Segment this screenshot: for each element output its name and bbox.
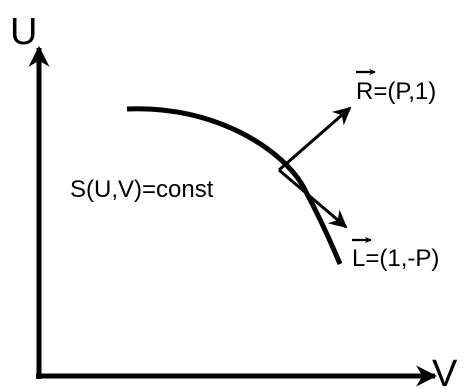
r-vector-label: R=(P,1) (356, 78, 436, 105)
v-axis-label: V (432, 353, 458, 389)
r-vector-arrow (278, 106, 352, 172)
l-letter: L (352, 245, 365, 272)
l-rest: =(1,-P) (365, 245, 439, 272)
r-letter: R (356, 78, 373, 105)
r-rest: =(P,1) (373, 78, 436, 105)
l-vector-label: L=(1,-P) (352, 245, 439, 272)
level-curve (126, 106, 343, 265)
curve-label: S(U,V)=const (70, 176, 214, 203)
u-axis-label: U (10, 11, 37, 53)
l-vector-arrow (278, 168, 348, 229)
